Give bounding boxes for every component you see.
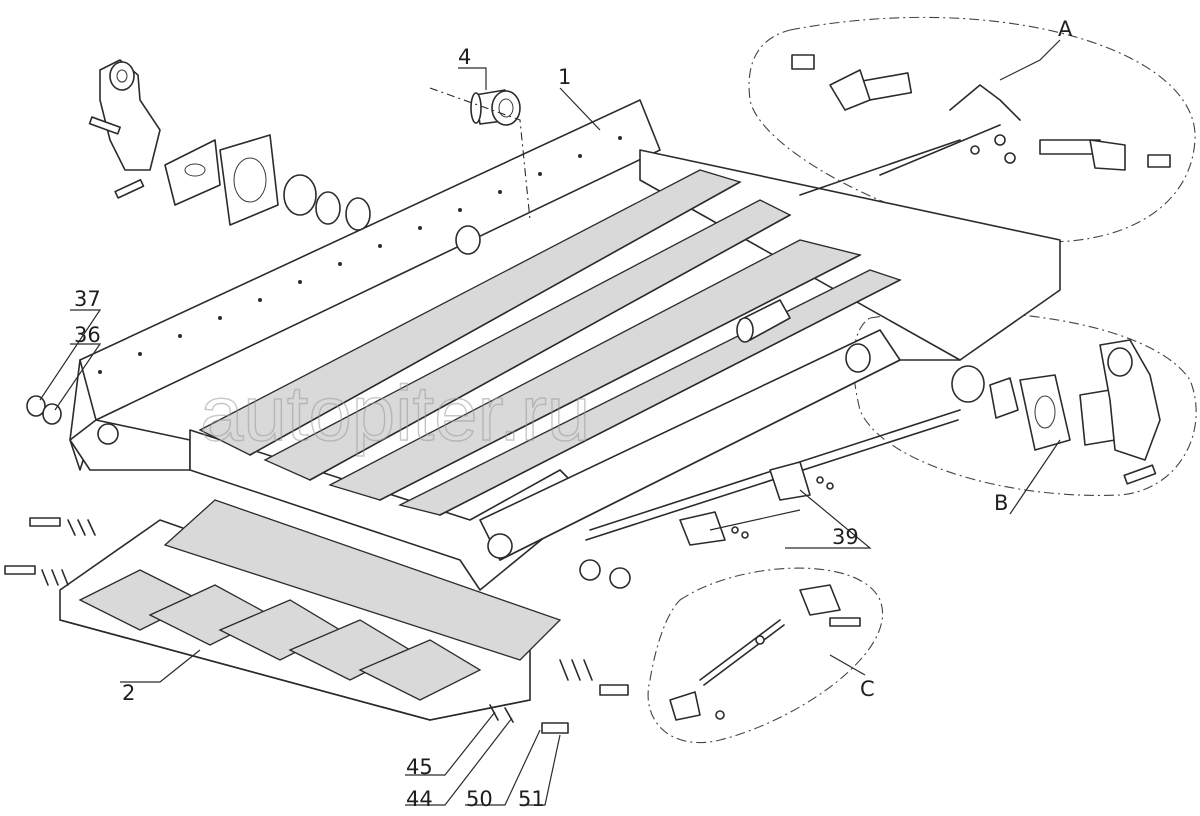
detail-b-callout <box>852 311 1197 496</box>
side-wall-bolt-holes <box>98 136 622 374</box>
leader-37 <box>39 309 102 401</box>
leader-39a <box>785 489 872 549</box>
detail-b-mechanism <box>951 339 1161 485</box>
detail-a-mechanism <box>791 54 1171 196</box>
drive-shaft <box>97 225 871 559</box>
lower-sieve-fasteners <box>4 517 629 734</box>
part-labels: 1 2 4 36 37 39 44 45 50 51 A B C <box>74 17 1073 811</box>
label-part-4: 4 <box>458 45 471 69</box>
label-part-39: 39 <box>832 525 859 549</box>
lower-sieve-assembly <box>59 499 562 721</box>
mounting-bracket-part-39 <box>679 461 834 546</box>
left-drive-bracket <box>88 59 371 231</box>
watermark-text: autopiter.ru <box>200 369 590 457</box>
leader-1 <box>559 87 601 131</box>
leader-44 <box>405 717 513 806</box>
label-part-1: 1 <box>558 65 571 89</box>
label-part-50: 50 <box>466 787 493 811</box>
label-detail-a: A <box>1058 17 1073 41</box>
sieve-mesh-channels <box>198 169 902 516</box>
part-4-axis-line <box>429 87 531 221</box>
label-part-2: 2 <box>122 681 135 705</box>
detail-c-mechanism <box>669 584 861 721</box>
label-detail-c: C <box>860 677 875 701</box>
leader-45 <box>405 711 496 776</box>
label-detail-b: B <box>994 491 1008 515</box>
leader-39b <box>709 509 801 531</box>
leader-lines <box>39 39 1061 806</box>
leader-4 <box>458 67 487 90</box>
label-part-51: 51 <box>518 787 545 811</box>
bushings <box>26 395 631 589</box>
leader-50 <box>465 729 541 806</box>
leader-A <box>999 39 1061 81</box>
detail-c-callout <box>647 567 883 744</box>
bearing-part-4 <box>470 89 521 126</box>
leader-2 <box>120 649 201 683</box>
detail-a-callout <box>748 16 1196 243</box>
label-part-36: 36 <box>74 323 101 347</box>
label-part-45: 45 <box>406 755 433 779</box>
leader-B <box>1009 439 1061 515</box>
leader-51 <box>520 734 561 806</box>
leader-C <box>829 654 866 676</box>
label-part-44: 44 <box>406 787 433 811</box>
label-part-37: 37 <box>74 287 101 311</box>
leader-36 <box>54 343 102 411</box>
